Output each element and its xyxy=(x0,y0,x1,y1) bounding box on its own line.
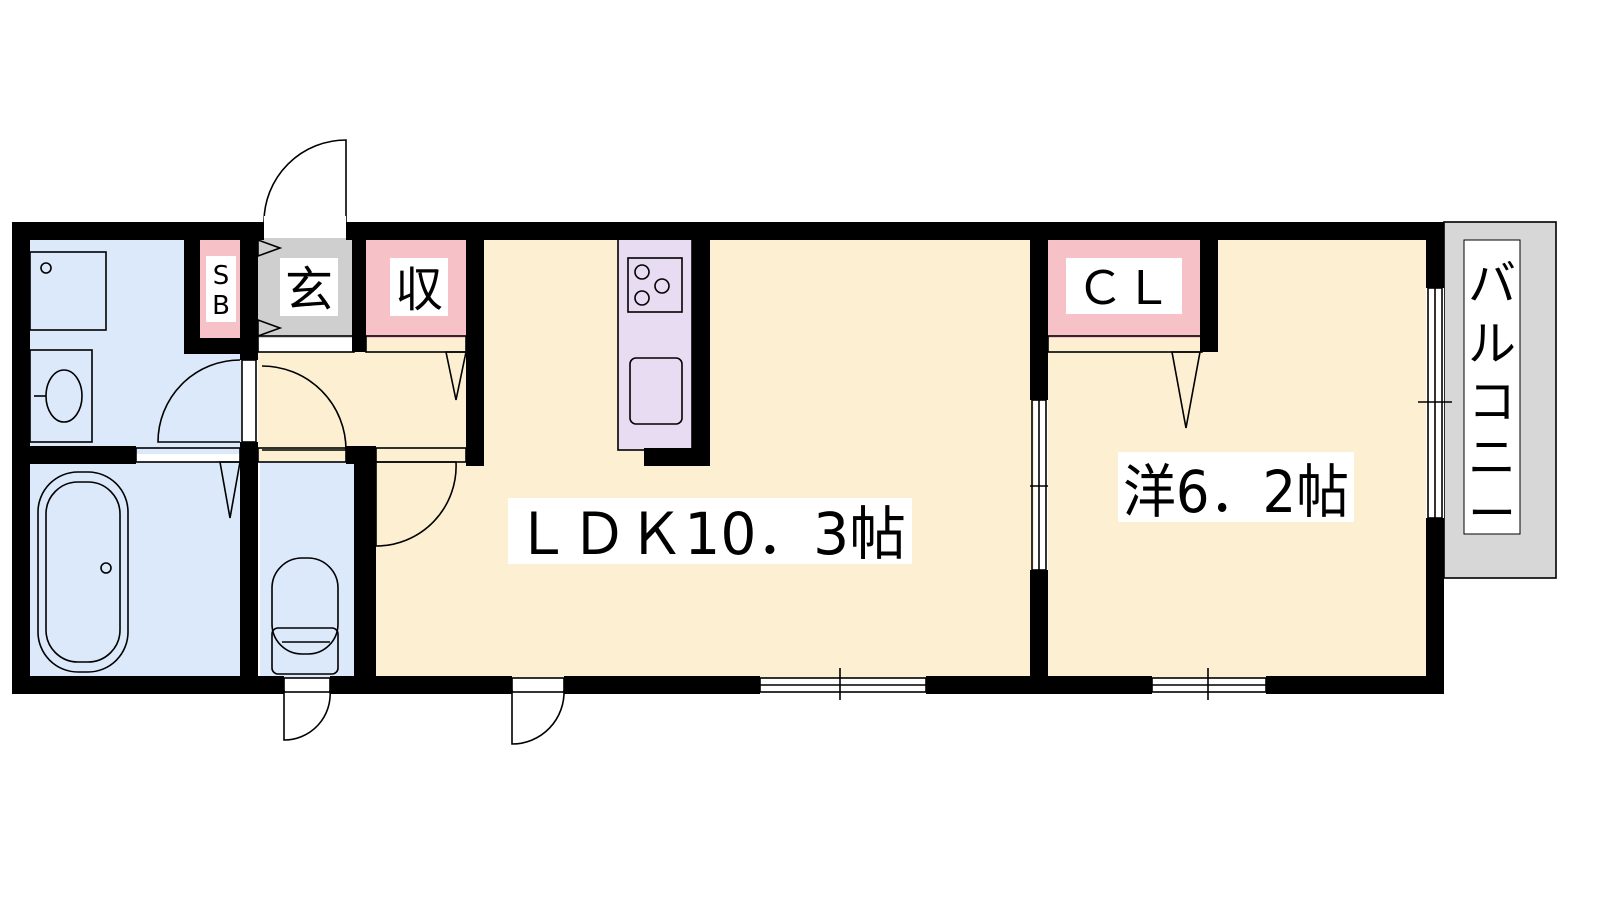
washroom-door xyxy=(157,359,241,443)
bathtub-outer xyxy=(37,471,129,673)
ldk-door xyxy=(375,461,457,547)
windows xyxy=(135,287,1452,700)
balcony-label-5: ー xyxy=(1468,486,1516,542)
balcony-label-3: コ xyxy=(1468,374,1516,430)
bathtub-drain xyxy=(100,562,112,574)
toilet-outer-door xyxy=(283,689,331,741)
entrance-step xyxy=(257,335,355,353)
closet-label: ＣＬ xyxy=(1076,261,1172,315)
closet-door xyxy=(1171,351,1201,429)
kitchen-sink xyxy=(629,357,683,425)
burner-3 xyxy=(634,290,650,306)
entrance-label: 玄 xyxy=(285,262,333,318)
bathtub-inner xyxy=(45,481,121,663)
doors xyxy=(157,139,1201,745)
bathroom-floor xyxy=(30,462,242,678)
toilet-tank xyxy=(271,627,339,675)
western-room-label: 洋6．2帖 xyxy=(1123,458,1349,526)
ldk-door-frame xyxy=(375,447,467,463)
burner-2 xyxy=(654,278,670,294)
hallway-floor xyxy=(258,352,472,462)
ldk-label: ＬＤＫ10．3帖 xyxy=(514,500,906,568)
balcony-label-2: ル xyxy=(1468,316,1516,372)
storage-label: 収 xyxy=(395,262,443,318)
burner-1 xyxy=(634,264,650,280)
toilet-room-floor xyxy=(260,462,354,678)
storage-door xyxy=(445,351,467,401)
ldk-outer-door xyxy=(511,689,565,745)
balcony-label-4: ニ xyxy=(1468,430,1516,486)
washer-drain xyxy=(40,262,52,274)
hall-partition xyxy=(241,359,257,443)
toilet-outer-frame xyxy=(283,677,331,693)
toilet-door xyxy=(261,365,347,451)
room-fills xyxy=(30,221,1557,678)
ldk-outer-frame xyxy=(511,677,565,693)
kitchen-counter xyxy=(617,237,693,451)
labels: ＬＤＫ10．3帖 洋6．2帖 ＣＬ 収 玄 S B バ ル コ ニ ー xyxy=(206,256,1516,568)
front-door xyxy=(263,139,347,223)
stove-top xyxy=(627,257,683,313)
shoebox-label-s: S xyxy=(213,261,230,291)
balcony-inner xyxy=(1463,239,1521,535)
balcony-label-1: バ xyxy=(1468,256,1516,312)
shoebox-label-b: B xyxy=(212,291,230,321)
bath-door-frame xyxy=(135,447,241,463)
toilet-door-frame xyxy=(257,447,347,463)
toilet-bowl xyxy=(271,557,339,655)
